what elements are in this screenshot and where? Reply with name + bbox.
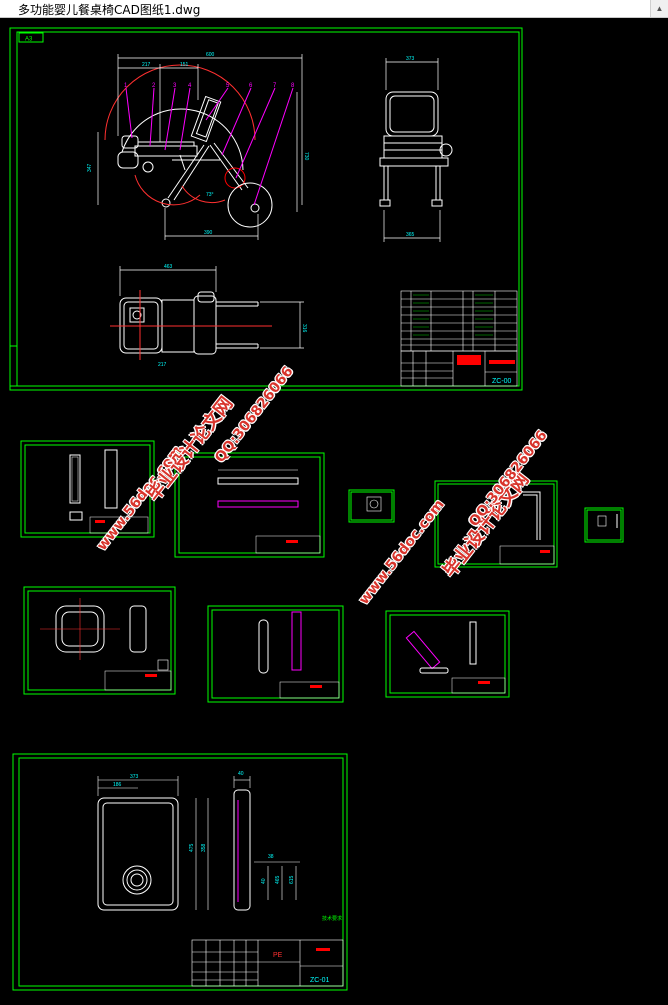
sheet-inner-frame: [16, 31, 520, 387]
side-strip: [9, 345, 18, 387]
title-block: [400, 350, 518, 387]
svg-text:373: 373: [406, 56, 415, 62]
scroll-up-icon: ▲: [655, 4, 664, 13]
svg-text:347: 347: [87, 163, 93, 172]
scroll-up-button[interactable]: ▲: [650, 0, 668, 17]
svg-text:463: 463: [164, 264, 173, 270]
side-dim-labels: 600 217 151 730 347 73° 390: [87, 52, 309, 236]
svg-text:4: 4: [188, 83, 192, 89]
board-dim-d2: 40: [261, 878, 267, 884]
balloon-labels: 1 2 3 4 5 6 7 8: [124, 83, 295, 89]
board-dim-d3: 465: [275, 875, 281, 884]
svg-text:217: 217: [142, 62, 151, 68]
size-tag-box: [18, 32, 44, 43]
motion-arcs: [104, 64, 256, 206]
sheet-part-f[interactable]: [23, 586, 176, 695]
balloon-leaders: [125, 87, 294, 206]
svg-text:390: 390: [204, 230, 213, 236]
svg-text:8: 8: [291, 83, 295, 89]
sheet-part-board[interactable]: 373 186 475 358 40 38 40 465 615 技术要求: [12, 753, 348, 991]
board-dim-h2: 358: [201, 843, 207, 852]
svg-text:3: 3: [173, 83, 177, 89]
bom-table: [400, 290, 518, 352]
sheet-assembly[interactable]: A3: [9, 27, 523, 391]
board-name-mark: [316, 948, 330, 951]
cad-drawing-canvas[interactable]: A3: [0, 18, 668, 1005]
bom-fill-lines: [413, 294, 493, 336]
board-dim-thick: 40: [238, 771, 244, 777]
title-block-name-mark: [489, 360, 515, 364]
svg-text:730: 730: [303, 152, 309, 161]
front-dim-labels: 373 365: [406, 56, 415, 238]
sheet-part-h[interactable]: [385, 610, 510, 698]
board-dim-d4: 615: [289, 875, 295, 884]
sheet-outer-frame: [9, 27, 523, 391]
top-view: [119, 291, 259, 355]
board-dim-width: 373: [130, 774, 139, 780]
top-dim-labels: 463 316 217: [158, 264, 307, 368]
window-title: 多功能婴儿餐桌椅CAD图纸1.dwg: [18, 3, 201, 17]
board-title-block: [191, 939, 344, 987]
front-dimensions: [383, 58, 441, 242]
svg-text:365: 365: [406, 232, 415, 238]
svg-text:217: 217: [158, 362, 167, 368]
side-view: [117, 95, 273, 228]
top-view-centerlines: [110, 290, 272, 360]
svg-text:316: 316: [301, 324, 307, 333]
sheet-part-g[interactable]: [207, 605, 344, 703]
sheet-part-c[interactable]: [348, 489, 395, 523]
front-view: [379, 91, 453, 207]
svg-text:1: 1: [124, 83, 128, 89]
top-dimensions: [119, 266, 304, 349]
board-drawing-no: ZC-01: [310, 977, 330, 984]
side-dimensions: [97, 54, 303, 240]
board-material: PE: [273, 952, 283, 959]
board-dim-d1: 38: [268, 854, 274, 860]
svg-text:7: 7: [273, 83, 277, 89]
svg-text:2: 2: [152, 83, 156, 89]
svg-text:6: 6: [249, 83, 253, 89]
sheet-part-e[interactable]: [584, 507, 624, 543]
board-dim-left: 186: [113, 782, 122, 788]
sheet-part-d[interactable]: [434, 480, 558, 568]
svg-text:73°: 73°: [206, 192, 214, 198]
window-titlebar: 多功能婴儿餐桌椅CAD图纸1.dwg ▲: [0, 0, 668, 18]
svg-text:5: 5: [226, 83, 230, 89]
board-tech-note: 技术要求: [322, 915, 342, 922]
title-block-material-mark: [457, 355, 481, 365]
sheet-part-b[interactable]: [174, 452, 325, 558]
svg-text:600: 600: [206, 52, 215, 58]
sheet-part-a[interactable]: [20, 440, 155, 538]
size-tag-text: A3: [25, 37, 33, 43]
svg-text:151: 151: [180, 62, 189, 68]
board-dim-h1: 475: [189, 843, 195, 852]
assembly-drawing-no: ZC-00: [492, 378, 512, 385]
